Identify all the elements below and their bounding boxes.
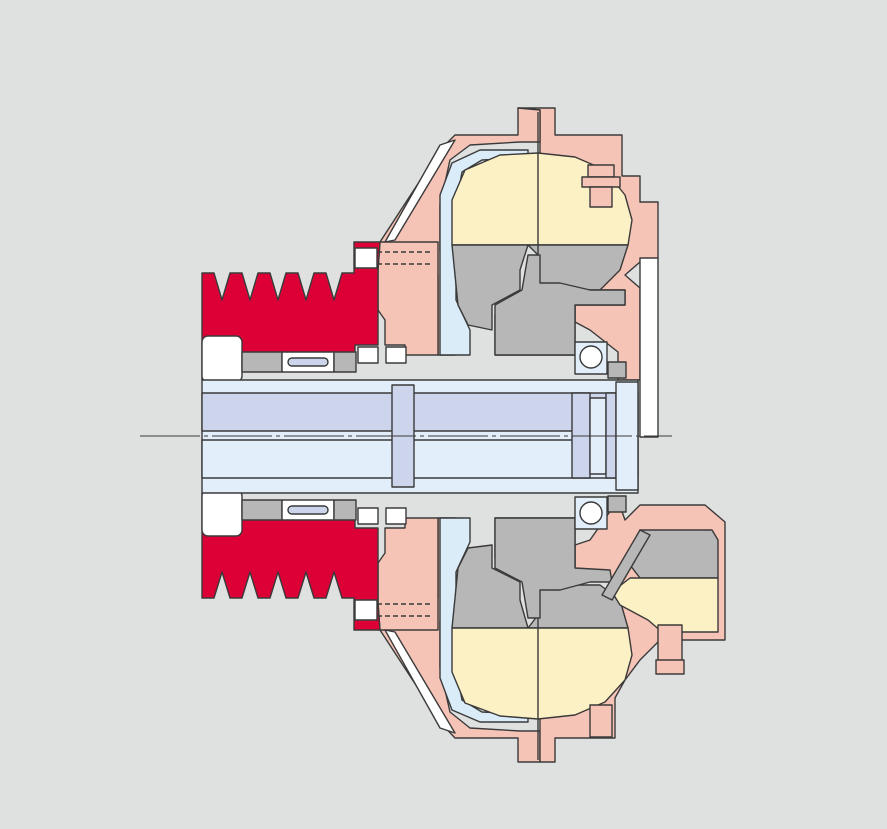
filler-plug-head [587,164,615,178]
pulley-upper [201,241,381,381]
inner-casing [439,149,529,723]
drain-screw [589,704,613,738]
pulley-bore-upper [201,335,243,383]
delay-chamber [601,529,719,633]
key-upper [287,357,329,367]
runner-upper [494,254,626,356]
fluid-upper [451,152,633,246]
fusible-plug-nut [655,659,685,675]
inner-casing-lower [439,517,529,723]
bearing-upper-ball [579,345,603,369]
hub-bolt-upper-shaft [377,251,430,265]
pulley-bore-lower [201,489,243,537]
reservoir-channel [601,529,651,601]
seal-lower-1 [241,499,283,521]
seal-lower-4 [385,507,407,525]
hub-bolt-lower-shaft [377,603,430,617]
hub-bolt-upper-head [354,247,378,269]
seal-ring-upper-right [607,361,627,379]
hub-bolt-lower-head [354,599,378,621]
bearings-seals [241,164,685,738]
seal-ring-lower-right [607,495,627,513]
seal-upper-3 [357,346,379,364]
drive-shaft [140,257,672,494]
seal-upper-2 [333,351,357,373]
inner-casing-upper [439,149,529,356]
working-chamber [451,112,633,760]
cover-plate-lower [384,629,456,734]
runner-lower [494,517,613,619]
seal-upper-4 [385,346,407,364]
seal-upper-1 [241,351,283,373]
bearing-lower-ball [579,501,603,525]
cover-plate-upper [384,139,456,243]
fluid-lower [451,627,633,720]
key-lower [287,505,329,515]
end-cover [639,257,659,438]
shaft-band-upper [201,392,639,432]
pulley-lower [201,492,381,631]
hub-flange-upper [377,241,439,356]
seal-lower-3 [357,507,379,525]
shaft-band-lower [201,439,639,479]
filler-plug-washer [581,176,621,188]
seal-lower-2 [333,499,357,521]
hub-flange-lower [377,517,439,631]
filler-plug-body [589,186,613,208]
